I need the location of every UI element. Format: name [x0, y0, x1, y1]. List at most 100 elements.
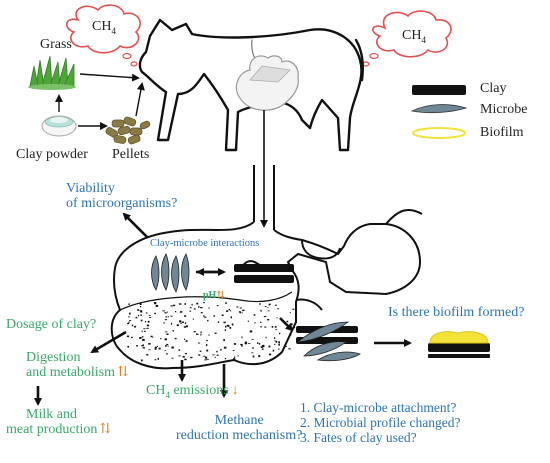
digesta-particle — [236, 306, 239, 308]
digesta-particle — [127, 322, 130, 325]
pellets-icon — [105, 116, 151, 145]
cow-stomach-illustration — [235, 55, 299, 111]
digesta-particle — [253, 314, 256, 316]
digesta-particle — [254, 322, 256, 324]
ch4-emissions-label: CH4 emissions↓ — [146, 383, 239, 400]
digesta-particle — [216, 305, 219, 307]
digesta-particle — [204, 359, 207, 361]
digesta-particle — [198, 354, 201, 356]
digesta-particle — [172, 330, 174, 332]
digesta-particle — [139, 337, 142, 339]
digesta-particle — [140, 314, 142, 316]
digesta-particle — [136, 345, 138, 347]
question-item-1: 1. Clay-microbe attachment? — [300, 400, 457, 415]
digesta-particle — [154, 302, 157, 305]
digesta-particle — [184, 338, 186, 340]
digesta-particle — [259, 321, 262, 323]
digesta-particle — [229, 327, 232, 329]
digesta-particle — [164, 350, 166, 351]
digesta-particle — [267, 310, 270, 312]
process-arrows — [34, 110, 412, 406]
methane-bubble-left-label: CH4 — [92, 19, 116, 36]
viability-line-1: Viability — [66, 181, 115, 196]
digesta-particle — [241, 336, 243, 339]
digesta-particle — [146, 327, 149, 329]
digesta-particle — [167, 345, 169, 347]
digesta-particle — [226, 324, 229, 326]
grass-label: Grass — [40, 37, 72, 52]
digesta-particle — [138, 314, 140, 317]
digesta-particle — [264, 306, 267, 307]
digesta-particle — [196, 333, 199, 335]
digesta-particle — [143, 328, 146, 330]
methane-line-2: reduction mechanism? — [176, 427, 303, 443]
clay-microbe-attachment — [296, 321, 361, 362]
biofilm-question: Is there biofilm formed? — [388, 305, 525, 320]
digesta-particle — [274, 337, 276, 339]
digesta-particle — [278, 341, 280, 344]
digesta-particle — [268, 303, 270, 306]
digesta-particle — [200, 331, 202, 334]
digesta-particle — [171, 357, 174, 359]
digesta-particle — [141, 336, 144, 338]
legend-microbe-label: Microbe — [480, 102, 528, 117]
digesta-particle — [184, 303, 186, 305]
digesta-particle — [192, 318, 194, 320]
digesta-particle — [164, 338, 167, 341]
rumen-clay — [234, 264, 294, 283]
digesta-particle — [264, 326, 267, 328]
digesta-particle — [162, 310, 165, 312]
digesta-particle — [154, 348, 157, 350]
digesta-particle — [251, 339, 254, 340]
digesta-particle — [285, 345, 287, 348]
digesta-particle — [135, 316, 138, 319]
digesta-particle — [198, 305, 200, 308]
digesta-particle — [191, 303, 193, 306]
digesta-particle — [128, 316, 130, 318]
digesta-particle — [247, 320, 249, 322]
digesta-particle — [225, 302, 227, 305]
digesta-particle — [274, 340, 277, 342]
digesta-particle — [241, 344, 243, 347]
digesta-particle — [157, 357, 159, 360]
digesta-particle — [225, 325, 227, 328]
digesta-particle — [154, 312, 156, 315]
digesta-particle — [269, 303, 271, 305]
digesta-particle — [166, 343, 169, 346]
legend-clay-swatch — [412, 85, 466, 95]
digesta-particle — [149, 317, 152, 318]
digesta-particle — [233, 343, 236, 345]
digesta-particle — [261, 344, 265, 347]
ph-text: pH — [203, 290, 217, 301]
digesta-particle — [263, 316, 267, 318]
digesta-particle — [131, 336, 133, 339]
digesta-particle — [196, 302, 199, 305]
dosage-question: Dosage of clay? — [6, 317, 97, 332]
digesta-particle — [157, 345, 158, 347]
digesta-particle — [199, 350, 202, 352]
digesta-particle — [166, 353, 168, 355]
digesta-particle — [261, 348, 264, 350]
digesta-particle — [171, 346, 174, 349]
digesta-particle — [146, 354, 149, 356]
digesta-particle — [127, 345, 130, 348]
digesta-particle — [267, 307, 269, 309]
digesta-particle — [142, 338, 145, 341]
clay-microbe-interactions-label: Clay-microbe interactions — [150, 238, 260, 249]
digesta-particle — [139, 310, 141, 312]
digesta-particle — [129, 312, 131, 315]
methane-line-1: Methane — [214, 413, 264, 428]
digesta-particle — [148, 349, 151, 351]
digesta-particle — [184, 358, 187, 361]
digesta-particle — [239, 307, 242, 309]
digesta-particle — [175, 311, 177, 313]
digesta-particle — [164, 331, 168, 333]
digesta-particles — [126, 302, 296, 362]
digesta-particle — [170, 315, 173, 317]
ch4-emissions-subscript: 4 — [165, 389, 170, 400]
digesta-particle — [142, 347, 146, 349]
ch4-text: CH — [92, 19, 112, 34]
digesta-particle — [206, 349, 209, 352]
digesta-particle — [274, 304, 277, 306]
